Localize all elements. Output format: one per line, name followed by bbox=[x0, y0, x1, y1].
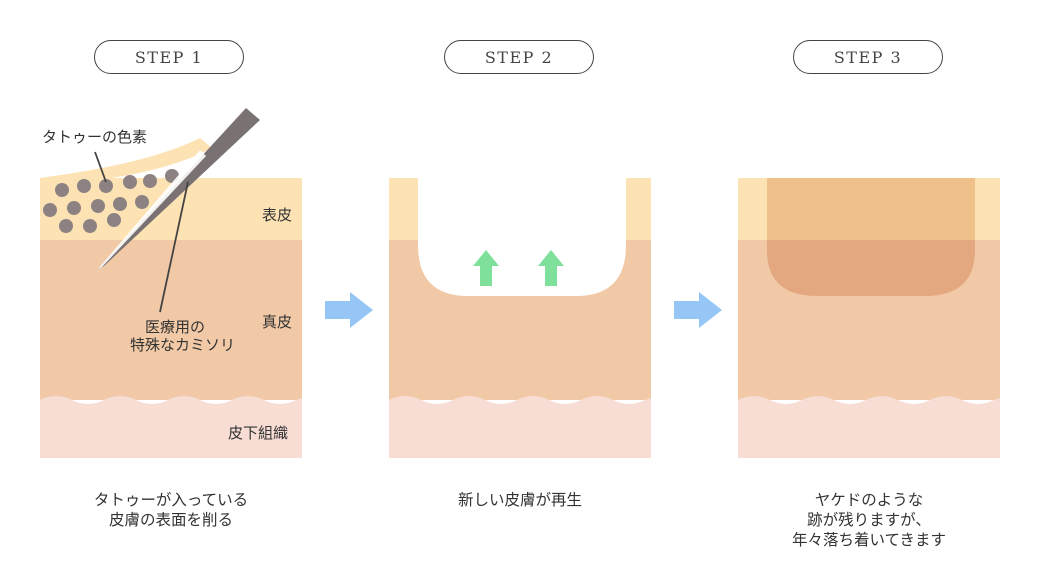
pigment-leader-line bbox=[94, 151, 107, 183]
step-1-caption: タトゥーが入っている 皮膚の表面を削る bbox=[31, 490, 311, 530]
step-3-label: STEP 3 bbox=[833, 47, 903, 67]
step-2-caption-line: 新しい皮膚が再生 bbox=[457, 491, 582, 509]
scar-upper-area bbox=[767, 178, 975, 240]
step-2-badge: STEP 2 bbox=[444, 40, 594, 74]
step-2-caption: 新しい皮膚が再生 bbox=[380, 490, 660, 510]
razor-annotation-line2: 特殊なカミソリ bbox=[130, 336, 235, 354]
razor-blade-icon bbox=[97, 108, 260, 270]
step-1-badge: STEP 1 bbox=[94, 40, 244, 74]
step-3-caption-line: 年々落ち着いてきます bbox=[791, 531, 947, 549]
up-arrow-icon bbox=[538, 250, 564, 286]
step-3-caption-line: 跡が残りますが、 bbox=[807, 511, 931, 529]
subcutis-layer-3 bbox=[738, 396, 1000, 458]
step-1-label: STEP 1 bbox=[134, 47, 204, 67]
panel-step-1: タトゥーの色素 医療用の 特殊なカミソリ 表皮 真皮 皮下組織 bbox=[40, 108, 302, 458]
shaved-skin-flap bbox=[40, 138, 212, 184]
shaved-wound-area bbox=[418, 178, 626, 296]
panel-step-3 bbox=[738, 178, 1000, 458]
step-3-badge: STEP 3 bbox=[793, 40, 943, 74]
pigment-annotation: タトゥーの色素 bbox=[42, 128, 147, 146]
step-3-caption-line: ヤケドのような bbox=[814, 491, 924, 509]
right-arrow-icon bbox=[674, 292, 722, 328]
step-2-label: STEP 2 bbox=[484, 47, 554, 67]
subcutis-layer-2 bbox=[389, 396, 651, 458]
subcutis-layer-1 bbox=[40, 396, 302, 458]
epidermis-label: 表皮 bbox=[262, 206, 292, 224]
scar-lower-area bbox=[767, 240, 975, 296]
dermis-layer-1 bbox=[40, 240, 302, 400]
right-arrow-icon bbox=[325, 292, 373, 328]
step-1-caption-line: 皮膚の表面を削る bbox=[108, 511, 233, 529]
step-1-caption-line: タトゥーが入っている bbox=[93, 491, 249, 509]
up-arrow-icon bbox=[473, 250, 499, 286]
panel-step-2 bbox=[389, 178, 651, 458]
dermis-label: 真皮 bbox=[262, 313, 292, 331]
razor-leader-line bbox=[159, 181, 189, 313]
razor-annotation-line1: 医療用の bbox=[145, 318, 205, 336]
subcutis-label: 皮下組織 bbox=[228, 424, 288, 442]
tattoo-pigment-dots bbox=[43, 169, 179, 233]
step-3-caption: ヤケドのような 跡が残りますが、 年々落ち着いてきます bbox=[729, 490, 1009, 550]
